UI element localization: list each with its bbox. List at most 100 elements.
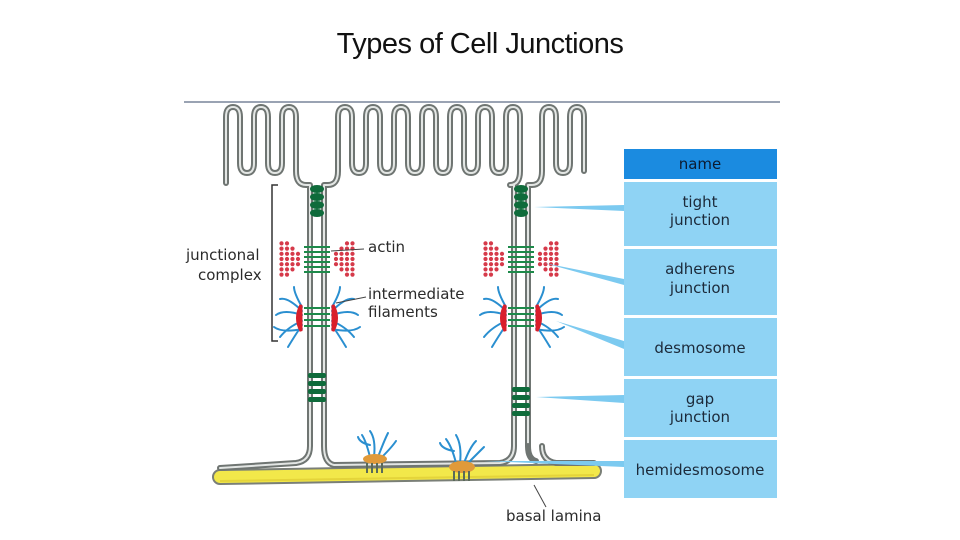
actin-dot	[279, 267, 284, 272]
actin-dot	[548, 251, 554, 256]
adherens-junction-name-line2: junction	[669, 279, 730, 297]
junction-name-table: name tight junction adherens junction de…	[624, 149, 777, 498]
actin-dot	[494, 256, 499, 262]
actin-dot	[333, 251, 339, 256]
actin-dot	[494, 246, 499, 251]
actin-dot	[344, 267, 350, 272]
actin-dot	[290, 267, 295, 272]
intermediate-filaments-label-line2: filaments	[368, 303, 438, 321]
actin-dot	[339, 262, 344, 267]
actin-dot	[499, 262, 505, 267]
table-row	[624, 249, 777, 315]
actin-dot	[548, 267, 554, 272]
tight-junction-right	[514, 185, 528, 217]
table-row	[624, 440, 777, 498]
basal-lamina-pointer	[533, 484, 547, 508]
actin-dot	[344, 256, 350, 262]
cell-membrane	[217, 104, 597, 471]
actin-dot	[290, 246, 295, 251]
actin-dot	[543, 251, 548, 256]
table-row	[624, 182, 777, 246]
callout-wedges	[484, 205, 624, 467]
actin-dot	[344, 262, 350, 267]
tight-junction-name-line2: junction	[669, 211, 730, 229]
actin-dot	[284, 272, 290, 277]
table-header-label: name	[679, 155, 722, 173]
actin-dot	[488, 267, 494, 272]
actin-dot	[554, 256, 559, 262]
actin-dot	[295, 251, 301, 256]
junctional-complex-label-line2: complex	[198, 266, 262, 284]
actin-dot	[344, 241, 350, 246]
actin-dot	[494, 267, 499, 272]
adherens-junction-left	[279, 241, 355, 277]
intermediate-filaments-label-line1: intermediate	[368, 285, 465, 303]
hemidesmosome-right	[439, 434, 485, 481]
actin-dot	[284, 241, 290, 246]
actin-dot	[333, 262, 339, 267]
actin-dot	[554, 241, 559, 246]
actin-dot	[548, 256, 554, 262]
actin-dot	[488, 272, 494, 277]
hemidesmosome-left	[357, 430, 397, 473]
actin-dot	[543, 256, 548, 262]
actin-dot	[339, 256, 344, 262]
actin-dot	[339, 267, 344, 272]
actin-dot	[494, 262, 499, 267]
actin-dot	[483, 272, 488, 277]
actin-dot	[350, 256, 355, 262]
actin-dot	[284, 262, 290, 267]
actin-dot	[483, 267, 488, 272]
hemidesmosome-name: hemidesmosome	[636, 461, 765, 479]
actin-dot	[350, 262, 355, 267]
actin-dot	[339, 246, 344, 251]
actin-dot	[548, 241, 554, 246]
actin-dot	[483, 241, 488, 246]
tight-junction-name-line1: tight	[683, 193, 718, 211]
actin-dot	[554, 267, 559, 272]
actin-dot	[483, 251, 488, 256]
actin-dot	[295, 262, 301, 267]
actin-dot	[295, 256, 301, 262]
adherens-junction-name-line1: adherens	[665, 260, 735, 278]
filaments-pointer	[335, 296, 367, 304]
actin-dot	[290, 256, 295, 262]
gap-junction-name-line2: junction	[669, 408, 730, 426]
actin-dot	[279, 251, 284, 256]
actin-label: actin	[368, 238, 405, 256]
actin-dot	[499, 256, 505, 262]
actin-dot	[284, 246, 290, 251]
actin-dot	[279, 256, 284, 262]
cell-junction-diagram: junctional complex actin intermediate fi…	[184, 101, 780, 526]
actin-dot	[279, 246, 284, 251]
gap-junction-name-line1: gap	[686, 390, 714, 408]
actin-pointer	[330, 248, 365, 252]
actin-dot	[339, 251, 344, 256]
gap-junction-right	[512, 387, 530, 416]
actin-dot	[350, 272, 355, 277]
actin-dot	[548, 246, 554, 251]
actin-dot	[554, 262, 559, 267]
actin-dot	[548, 262, 554, 267]
actin-dot	[483, 246, 488, 251]
actin-dot	[350, 241, 355, 246]
actin-dot	[537, 256, 543, 262]
tight-junction-left	[310, 185, 324, 217]
actin-dot	[483, 256, 488, 262]
actin-dot	[543, 267, 548, 272]
actin-dot	[290, 251, 295, 256]
desmosome-left	[273, 286, 361, 348]
table-row	[624, 379, 777, 437]
actin-dot	[279, 241, 284, 246]
actin-dot	[554, 251, 559, 256]
actin-dot	[333, 256, 339, 262]
actin-dot	[554, 246, 559, 251]
actin-dot	[488, 262, 494, 267]
actin-dot	[548, 272, 554, 277]
table-row	[624, 318, 777, 376]
slide-title: Types of Cell Junctions	[336, 28, 624, 60]
actin-dot	[488, 241, 494, 246]
desmosome-right	[479, 286, 565, 348]
table-header	[624, 149, 777, 179]
actin-dot	[494, 251, 499, 256]
